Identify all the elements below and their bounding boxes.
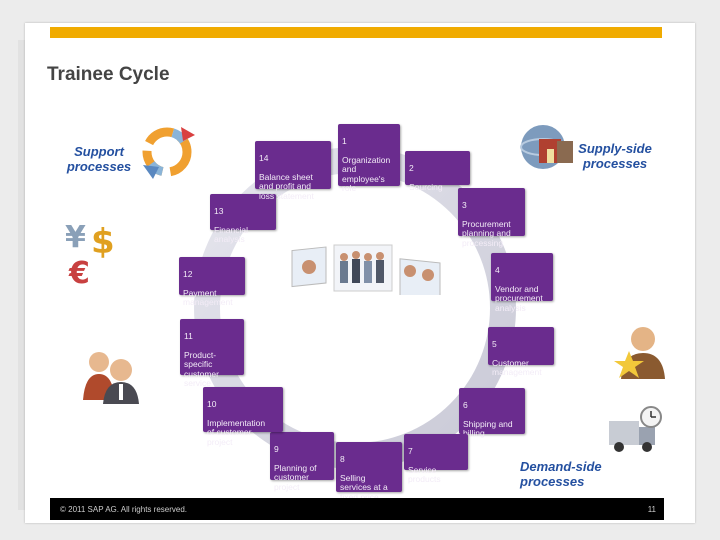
step-1: 1 Organization and employee's role xyxy=(338,124,400,193)
step-label: Product- specific customer service xyxy=(184,349,219,388)
step-3: 3 Procurement planning and processing xyxy=(458,188,525,247)
step-number: 11 xyxy=(184,330,193,341)
step-number: 9 xyxy=(274,443,279,454)
refresh-arrows-icon xyxy=(142,127,195,179)
globe-warehouse-icon xyxy=(520,125,573,169)
copyright-text: © 2011 SAP AG. All rights reserved. xyxy=(60,505,187,514)
step-9: 9 Planning of customer project xyxy=(270,432,334,491)
page-number: 11 xyxy=(647,505,656,514)
footer-bar: © 2011 SAP AG. All rights reserved. 11 xyxy=(50,498,664,520)
step-12: 12 Payment management xyxy=(179,257,245,307)
step-number: 3 xyxy=(462,199,467,210)
step-label: Selling services at a fixed price xyxy=(340,472,388,502)
step-7: 7 Service products xyxy=(404,434,468,484)
currency-icon: ¥ $ € xyxy=(65,220,115,287)
dollar-symbol: $ xyxy=(91,222,115,262)
demand-side-label: Demand-side processes xyxy=(520,459,602,489)
people-icon xyxy=(83,352,139,404)
slide: Trainee Cycle 1 Organization and employe… xyxy=(25,23,695,523)
step-10: 10 Implementation of customer project xyxy=(203,387,283,446)
step-label: Procurement planning and processing xyxy=(462,218,511,248)
accent-bar xyxy=(50,27,662,38)
step-6: 6 Shipping and billing xyxy=(459,388,525,438)
step-14: 14 Balance sheet and profit and loss sta… xyxy=(255,141,331,200)
step-label: Balance sheet and profit and loss statem… xyxy=(259,171,314,201)
step-label: Payment management xyxy=(183,287,233,307)
step-11: 11 Product- specific customer service xyxy=(180,319,244,388)
step-number: 6 xyxy=(463,399,468,410)
step-number: 1 xyxy=(342,135,347,146)
euro-symbol: € xyxy=(68,256,90,287)
step-2: 2 Sourcing xyxy=(405,151,470,191)
step-number: 5 xyxy=(492,338,497,349)
step-4: 4 Vendor and procurement analysis xyxy=(491,253,553,312)
truck-clock-icon xyxy=(609,406,662,452)
step-label: Vendor and procurement analysis xyxy=(495,283,543,313)
step-number: 7 xyxy=(408,445,413,456)
step-number: 14 xyxy=(259,152,269,163)
supply-side-label: Supply-side processes xyxy=(578,141,652,171)
step-label: Shipping and billing xyxy=(463,418,513,438)
step-number: 12 xyxy=(183,268,193,279)
step-number: 10 xyxy=(207,398,217,409)
step-label: Customer management xyxy=(492,357,542,377)
step-8: 8 Selling services at a fixed price xyxy=(336,442,402,501)
step-number: 2 xyxy=(409,162,414,173)
yen-symbol: ¥ xyxy=(65,220,86,255)
slide-title: Trainee Cycle xyxy=(47,64,170,85)
support-processes-label: Support processes xyxy=(66,144,132,174)
step-label: Service products xyxy=(408,464,441,484)
step-number: 4 xyxy=(495,264,500,275)
step-label: Planning of customer project xyxy=(274,462,317,492)
team-photos-icon xyxy=(291,244,441,295)
step-label: Organization and employee's role xyxy=(342,154,391,193)
step-5: 5 Customer management xyxy=(488,327,554,377)
slide-edge-left xyxy=(18,40,26,510)
customer-star-icon xyxy=(614,327,665,379)
step-label: Implementation of customer project xyxy=(207,417,266,447)
step-label: Financial analysis xyxy=(214,224,249,244)
step-label: Sourcing xyxy=(409,181,443,192)
step-number: 8 xyxy=(340,453,345,464)
step-number: 13 xyxy=(214,205,224,216)
step-13: 13 Financial analysis xyxy=(210,194,276,244)
